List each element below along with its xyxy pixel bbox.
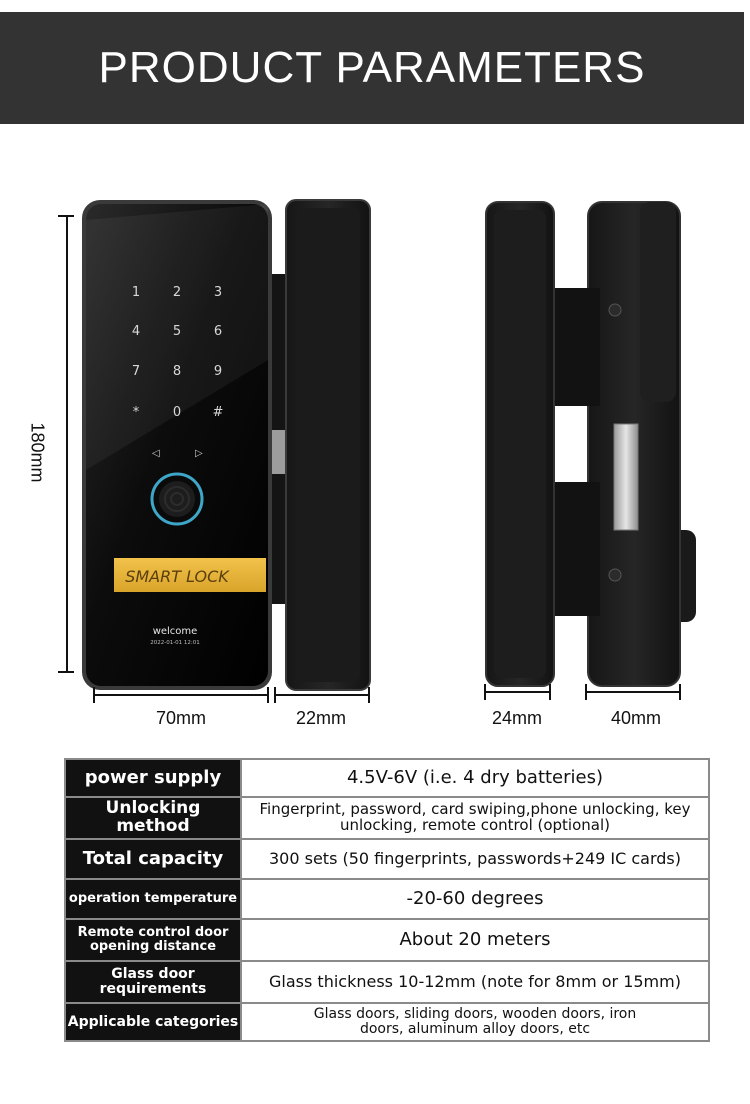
key-2: 2 [173, 285, 181, 300]
spec-label: Glass door requirements [64, 960, 242, 1004]
key-star: * [133, 405, 140, 420]
side-a-dimension-line [484, 684, 551, 700]
front-width-dimension-line [93, 687, 269, 703]
welcome-text: welcome [153, 626, 198, 637]
spec-value: Fingerprint, password, card swiping,phon… [240, 796, 710, 840]
key-8: 8 [173, 364, 181, 379]
spec-value: 4.5V-6V (i.e. 4 dry batteries) [240, 758, 710, 798]
screen-datetime: 2022-01-01 12:01 [150, 640, 200, 646]
front-depth-dimension-line [274, 687, 370, 703]
side-a-label: 24mm [491, 708, 542, 728]
spec-value: Glass thickness 10-12mm (note for 8mm or… [240, 960, 710, 1004]
right-arrow-icon: ▷ [195, 448, 203, 459]
side-view-lock [485, 201, 696, 687]
table-row: Total capacity 300 sets (50 fingerprints… [64, 838, 710, 880]
key-7: 7 [132, 364, 140, 379]
keypad: 1 2 3 4 5 6 7 8 9 * 0 # [132, 285, 224, 420]
spec-value: -20-60 degrees [240, 878, 710, 920]
spec-value: 300 sets (50 fingerprints, passwords+249… [240, 838, 710, 880]
spec-label: Remote control door opening distance [64, 918, 242, 962]
spec-label: Unlocking method [64, 796, 242, 840]
side-b-label: 40mm [610, 708, 661, 728]
front-view-lock: ◁ ▷ [82, 199, 371, 691]
spec-label: operation temperature [64, 878, 242, 920]
key-hash: # [213, 405, 224, 420]
height-dimension-line [58, 215, 74, 673]
front-width-label: 70mm [155, 708, 206, 728]
lock-illustration: ◁ ▷ 1 2 3 4 5 6 7 8 9 * 0 # SMART LOCK w… [58, 199, 696, 703]
table-row: Applicable categories Glass doors, slidi… [64, 1002, 710, 1042]
key-0: 0 [173, 405, 181, 420]
table-row: Glass door requirements Glass thickness … [64, 960, 710, 1004]
smart-lock-label: SMART LOCK [125, 567, 230, 586]
header-banner: PRODUCT PARAMETERS [0, 12, 744, 124]
key-4: 4 [132, 324, 140, 339]
side-b-dimension-line [585, 684, 681, 700]
height-dimension-label: 180mm [27, 422, 48, 483]
spec-table: power supply 4.5V-6V (i.e. 4 dry batteri… [64, 758, 710, 1042]
table-row: Unlocking method Fingerprint, password, … [64, 796, 710, 840]
key-1: 1 [132, 285, 140, 300]
table-row: operation temperature -20-60 degrees [64, 878, 710, 920]
table-row: Remote control door opening distance Abo… [64, 918, 710, 962]
front-depth-label: 22mm [295, 708, 346, 728]
spec-label: Total capacity [64, 838, 242, 880]
spec-value: Glass doors, sliding doors, wooden doors… [240, 1002, 710, 1042]
product-figure: ◁ ▷ 1 2 3 4 5 6 7 8 9 * 0 # SMART LOCK w… [0, 150, 750, 750]
table-row: power supply 4.5V-6V (i.e. 4 dry batteri… [64, 758, 710, 798]
spec-value: About 20 meters [240, 918, 710, 962]
left-arrow-icon: ◁ [152, 448, 160, 459]
key-3: 3 [214, 285, 222, 300]
spec-label: Applicable categories [64, 1002, 242, 1042]
key-5: 5 [173, 324, 181, 339]
page-title: PRODUCT PARAMETERS [98, 43, 646, 92]
key-6: 6 [214, 324, 222, 339]
key-9: 9 [214, 364, 222, 379]
smart-lock-plate [114, 558, 266, 592]
spec-label: power supply [64, 758, 242, 798]
